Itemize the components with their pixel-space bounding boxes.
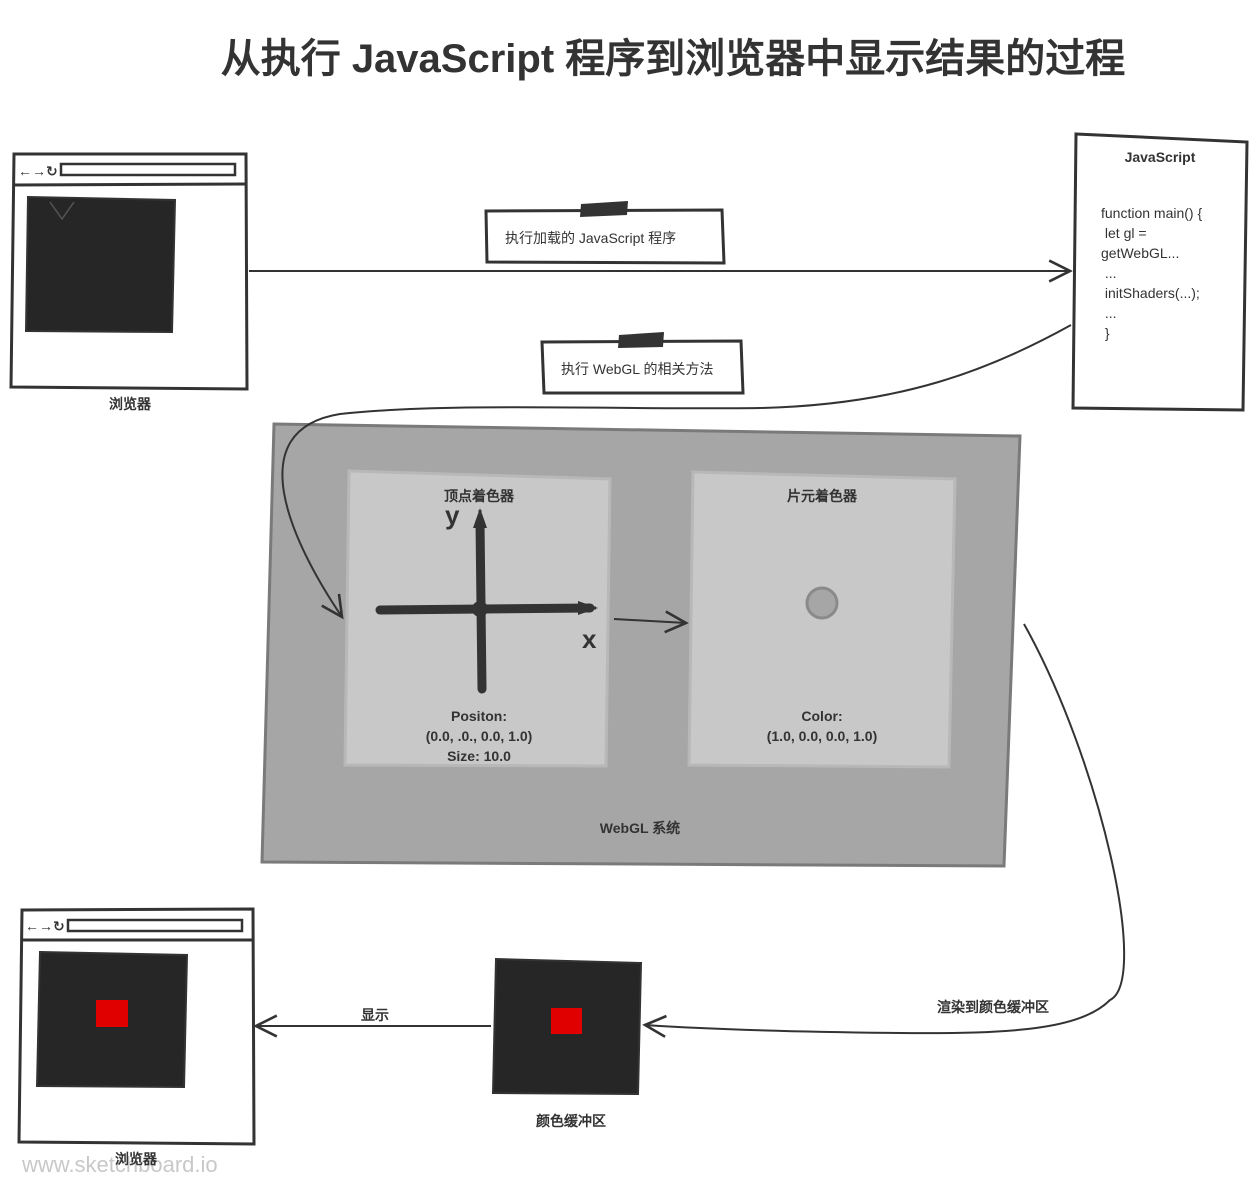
browser-bottom-label: 浏览器 bbox=[115, 1151, 157, 1167]
rendered-red-point bbox=[96, 1000, 128, 1027]
code-line: let gl = bbox=[1101, 225, 1147, 241]
display-label: 显示 bbox=[361, 1007, 389, 1023]
code-line: ... bbox=[1101, 305, 1117, 321]
browser-canvas-empty bbox=[24, 195, 177, 334]
vertex-info-line: Positon: bbox=[451, 708, 507, 724]
tape-icon bbox=[618, 332, 664, 348]
fragment-shader-title: 片元着色器 bbox=[787, 488, 857, 504]
nav-arrows-icon: ←→↻ bbox=[18, 163, 58, 179]
browser-top-label: 浏览器 bbox=[109, 396, 151, 412]
address-bar bbox=[59, 162, 237, 177]
page-title: 从执行 JavaScript 程序到浏览器中显示结果的过程 bbox=[220, 37, 1126, 81]
note-execute-js-text: 执行加载的 JavaScript 程序 bbox=[505, 230, 677, 246]
color-buffer-red-point bbox=[551, 1008, 582, 1034]
arrow-webgl-to-color-buffer bbox=[645, 623, 1126, 1033]
y-axis-label: y bbox=[445, 500, 460, 530]
note-execute-webgl-text: 执行 WebGL 的相关方法 bbox=[561, 361, 714, 377]
vertex-shader-title: 顶点着色器 bbox=[444, 488, 514, 504]
arrow-vertex-to-fragment bbox=[613, 619, 686, 623]
cursor-icon bbox=[49, 201, 75, 221]
code-line: function main() { bbox=[1101, 205, 1203, 221]
code-line: getWebGL... bbox=[1101, 245, 1180, 261]
fragment-info: Color: (1.0, 0.0, 0.0, 1.0) bbox=[722, 706, 922, 746]
browser-window-top: ←→↻ bbox=[9, 152, 249, 391]
vertex-info: Positon: (0.0, .0., 0.0, 1.0) Size: 10.0 bbox=[379, 706, 579, 766]
code-line: ... bbox=[1101, 265, 1117, 281]
note-execute-js bbox=[484, 201, 726, 265]
vertex-info-line: Size: 10.0 bbox=[447, 748, 511, 764]
fragment-info-line: Color: bbox=[801, 708, 843, 724]
fragment-info-line: (1.0, 0.0, 0.0, 1.0) bbox=[766, 728, 878, 744]
vertex-info-line: (0.0, .0., 0.0, 1.0) bbox=[425, 728, 533, 744]
note-execute-webgl bbox=[540, 332, 745, 395]
origin-point bbox=[472, 601, 488, 617]
vertex-axes bbox=[375, 508, 598, 694]
javascript-code-box bbox=[1071, 132, 1249, 412]
tape-icon bbox=[580, 201, 628, 217]
nav-arrows-icon: ←→↻ bbox=[25, 918, 65, 934]
webgl-system-label: WebGL 系统 bbox=[599, 820, 681, 836]
watermark: www.sketchboard.io bbox=[22, 1152, 218, 1177]
render-to-buffer-label: 渲染到颜色缓冲区 bbox=[937, 999, 1049, 1015]
js-box-title: JavaScript bbox=[1124, 149, 1196, 165]
code-line: } bbox=[1101, 325, 1110, 341]
x-axis-label: x bbox=[582, 624, 597, 654]
address-bar bbox=[66, 918, 244, 933]
arrow-js-to-webgl bbox=[281, 324, 1072, 617]
js-code-block: function main() { let gl = getWebGL... .… bbox=[1101, 203, 1202, 343]
browser-window-bottom: ←→↻ bbox=[17, 907, 256, 1146]
code-line: initShaders(...); bbox=[1101, 285, 1200, 301]
fragment-point bbox=[805, 586, 839, 620]
color-buffer-label: 颜色缓冲区 bbox=[536, 1113, 606, 1129]
